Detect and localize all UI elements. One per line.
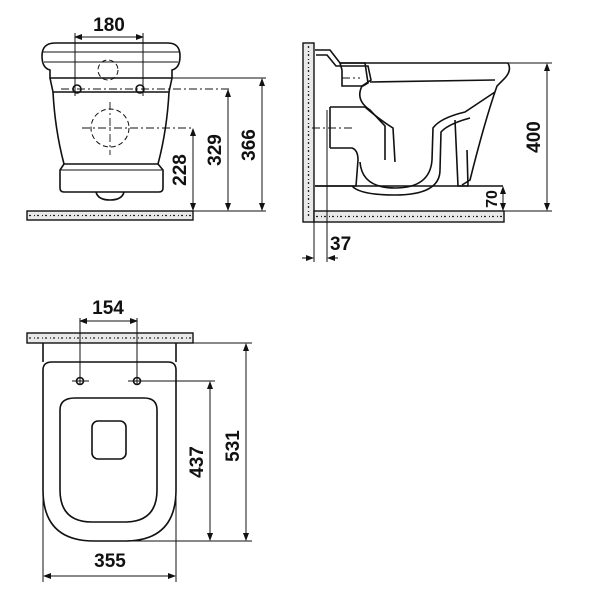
dimension-228: 228 (170, 128, 196, 211)
dim-label-180: 180 (93, 15, 125, 36)
toilet-section-outline (312, 49, 511, 196)
front-view: 180 228 329 366 (26, 15, 266, 221)
dim-label-228: 228 (170, 154, 191, 186)
floor-slab (26, 210, 194, 221)
top-view: 154 437 531 355 (26, 298, 252, 582)
dim-label-329: 329 (205, 134, 226, 166)
dimension-180: 180 (74, 15, 144, 96)
dimension-37: 37 (302, 110, 351, 262)
dim-label-437: 437 (187, 446, 208, 478)
dimension-154: 154 (79, 298, 138, 385)
dim-label-154: 154 (92, 298, 124, 319)
wall (302, 42, 315, 223)
dimension-355: 355 (42, 490, 177, 582)
dimension-531: 531 (193, 342, 252, 541)
dim-label-400: 400 (524, 121, 545, 153)
dim-label-37: 37 (330, 234, 351, 255)
wall-slab (26, 332, 194, 344)
dim-label-355: 355 (94, 551, 126, 572)
seat-outline (42, 343, 215, 542)
dim-label-70: 70 (484, 190, 501, 208)
dimension-329: 329 (205, 89, 231, 211)
dim-label-366: 366 (239, 129, 260, 161)
floor-slab (313, 210, 505, 223)
dimension-366: 366 (172, 77, 266, 212)
dimension-400: 400 (503, 62, 552, 212)
dimension-437: 437 (125, 381, 252, 542)
toilet-front-outline (41, 42, 230, 201)
side-view: 400 70 37 (302, 42, 552, 262)
dim-label-531: 531 (223, 430, 244, 462)
dimension-70: 70 (484, 186, 506, 211)
